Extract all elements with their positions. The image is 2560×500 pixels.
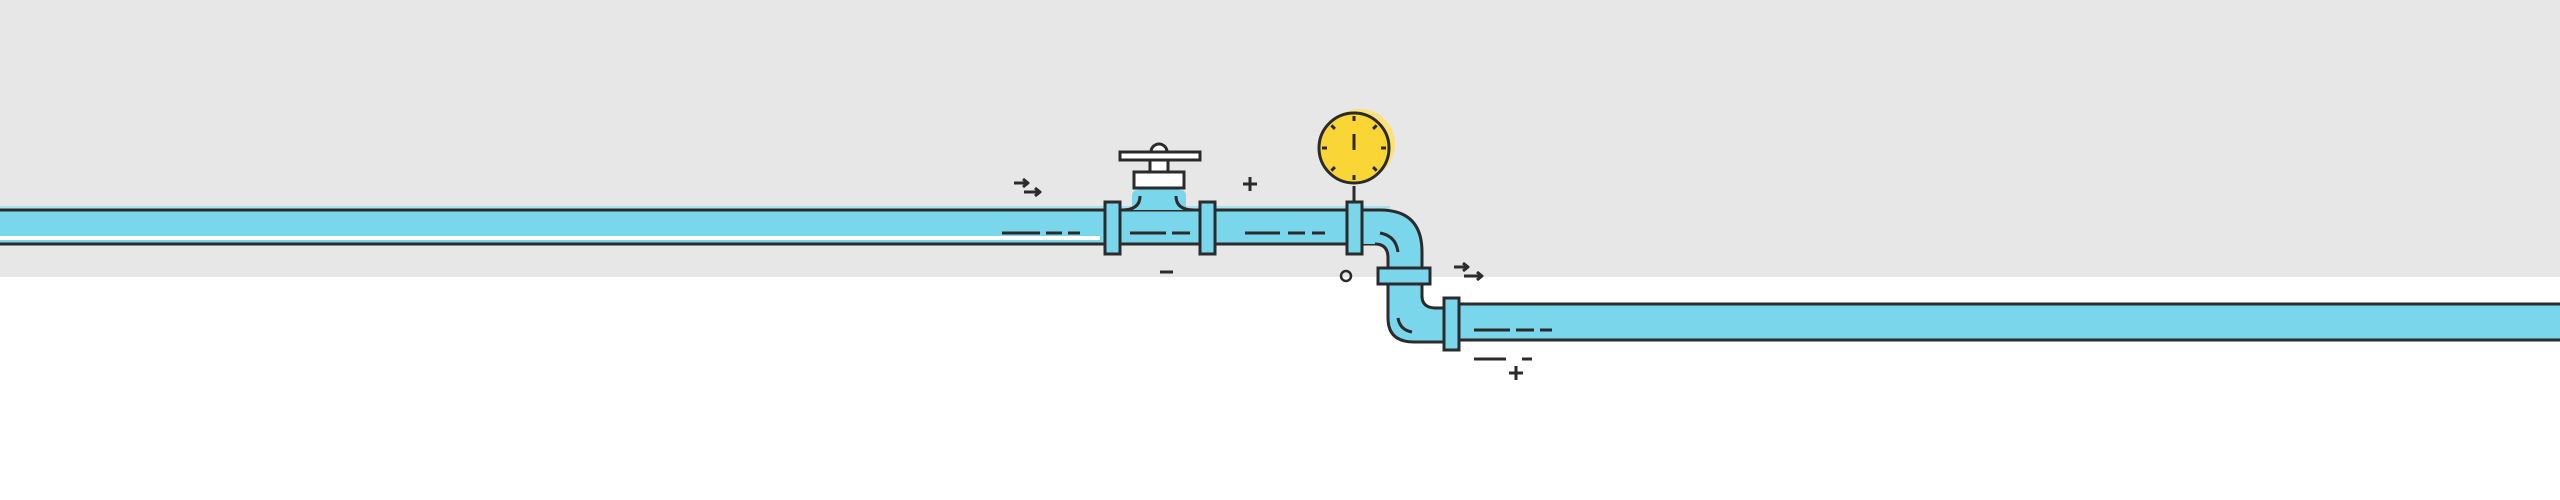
pipe-markings bbox=[1002, 231, 1552, 361]
gauge-tick bbox=[1372, 166, 1378, 172]
pipe-elbow-bottom bbox=[1386, 295, 1450, 344]
plus-icon bbox=[1243, 177, 1257, 191]
elbow-top-inner-outline bbox=[1374, 242, 1390, 270]
flange-valve-left bbox=[1103, 200, 1122, 256]
elbow-top-body bbox=[1355, 210, 1422, 270]
flange-vertical bbox=[1376, 266, 1432, 286]
lower-pipe-top-highlight bbox=[1448, 300, 2560, 304]
double-right-arrow-icon bbox=[1454, 261, 1484, 282]
gate-valve bbox=[1118, 142, 1202, 212]
elbow-top-sheen bbox=[1379, 231, 1400, 253]
pipe-elbow-top bbox=[1355, 208, 1424, 270]
pressure-gauge bbox=[1317, 109, 1395, 202]
valve-stem-cap bbox=[1149, 142, 1169, 154]
gauge-tick bbox=[1330, 124, 1336, 130]
flanges bbox=[1103, 200, 1461, 352]
gauge-tick bbox=[1330, 166, 1336, 172]
plus-icon bbox=[1509, 366, 1523, 380]
elbow-bottom-inner-outline bbox=[1420, 295, 1448, 310]
elbow-top-outer-outline bbox=[1355, 208, 1424, 270]
valve-neck-curves bbox=[1121, 195, 1195, 212]
gauge-ticks bbox=[1322, 116, 1386, 180]
valve-bonnet bbox=[1132, 170, 1186, 190]
circle-icon bbox=[1339, 269, 1353, 283]
elbow-bottom-sheen bbox=[1396, 317, 1413, 334]
flange-valve-right bbox=[1198, 200, 1217, 256]
lower-pipe bbox=[1448, 300, 2560, 342]
upper-pipe bbox=[0, 206, 1390, 246]
valve-neck bbox=[1132, 186, 1186, 210]
flange-lower bbox=[1442, 296, 1461, 352]
double-right-arrow-icon bbox=[1014, 177, 1042, 198]
lower-pipe-body bbox=[1448, 304, 2560, 340]
elbow-bottom-body bbox=[1388, 296, 1450, 342]
elbow-bottom-outer-outline bbox=[1386, 300, 1448, 344]
upper-pipe-shine bbox=[0, 236, 1100, 240]
gauge-tick bbox=[1372, 124, 1378, 130]
valve-stem bbox=[1148, 158, 1170, 174]
flange-gauge bbox=[1345, 200, 1364, 256]
